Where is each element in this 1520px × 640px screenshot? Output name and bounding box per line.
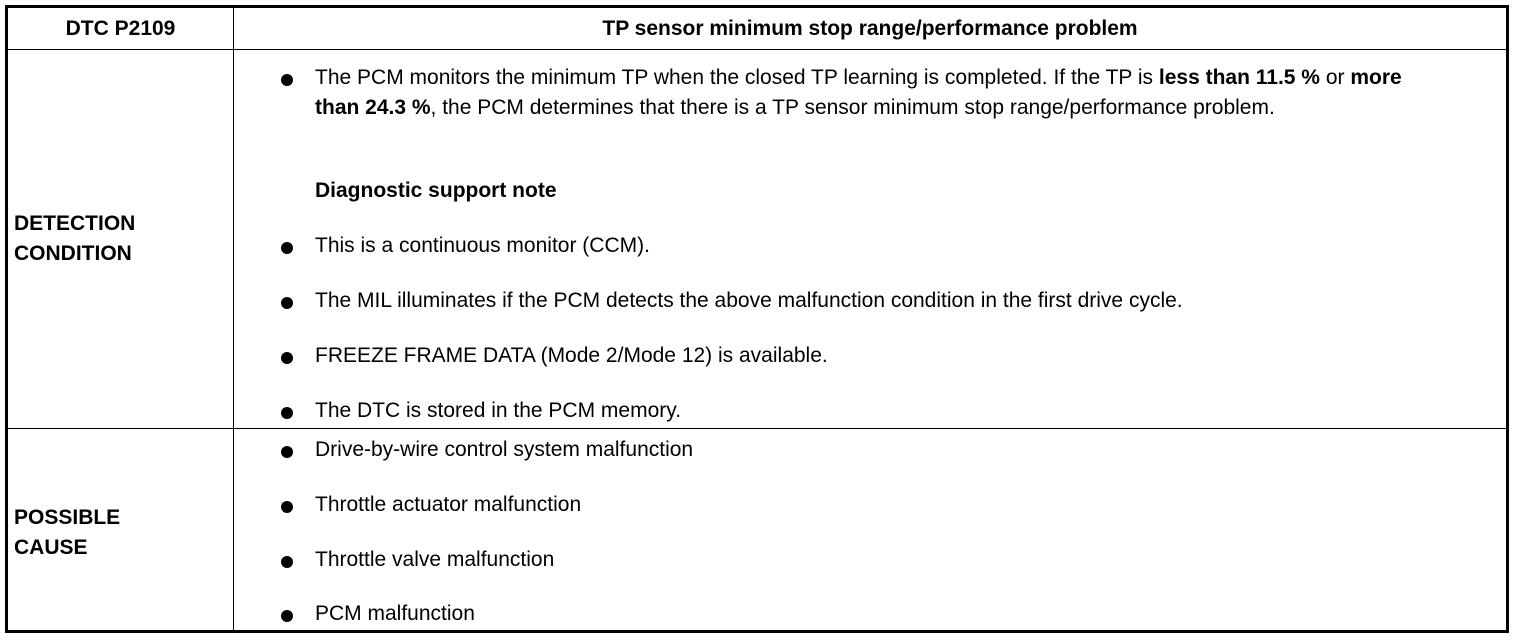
bullet-icon bbox=[281, 352, 293, 364]
bullet-icon bbox=[281, 407, 293, 419]
cause-text: PCM malfunction bbox=[315, 602, 475, 625]
bullet-icon bbox=[281, 501, 293, 513]
cause-label-line1: POSSIBLE bbox=[14, 506, 121, 529]
cause-text: Throttle valve malfunction bbox=[315, 548, 555, 571]
detection-condition-cell: The PCM monitors the minimum TP when the… bbox=[234, 50, 1506, 428]
detection-condition-label: DETECTION CONDITION bbox=[14, 209, 135, 269]
bullet-icon bbox=[281, 74, 293, 86]
support-note-heading: Diagnostic support note bbox=[315, 179, 557, 202]
main-condition-text: The PCM monitors the minimum TP when the… bbox=[315, 66, 1402, 119]
detection-label-line2: CONDITION bbox=[14, 242, 132, 265]
bullet-icon bbox=[281, 556, 293, 568]
cause-label-line2: CAUSE bbox=[14, 536, 88, 559]
support-note-text: The DTC is stored in the PCM memory. bbox=[315, 399, 682, 422]
cause-text: Drive-by-wire control system malfunction bbox=[315, 438, 694, 461]
bullet-icon bbox=[281, 610, 293, 622]
bullet-icon bbox=[281, 446, 293, 458]
support-note-text: FREEZE FRAME DATA (Mode 2/Mode 12) is av… bbox=[315, 344, 828, 367]
cause-text: Throttle actuator malfunction bbox=[315, 493, 582, 516]
possible-cause-cell: Drive-by-wire control system malfunction… bbox=[234, 429, 1506, 630]
bullet-icon bbox=[281, 242, 293, 254]
bullet-icon bbox=[281, 297, 293, 309]
threshold-low: less than 11.5 % bbox=[1158, 66, 1320, 89]
support-note-text: The MIL illuminates if the PCM detects t… bbox=[315, 289, 1183, 312]
header-divider bbox=[8, 49, 1506, 50]
column-divider bbox=[233, 8, 234, 630]
dtc-code: DTC P2109 bbox=[65, 16, 176, 40]
dtc-table: DTC P2109 TP sensor minimum stop range/p… bbox=[5, 5, 1509, 633]
detection-label-line1: DETECTION bbox=[14, 212, 136, 235]
possible-cause-label: POSSIBLE CAUSE bbox=[14, 503, 120, 563]
threshold-high: more than 24.3 % bbox=[315, 66, 1402, 119]
row-divider bbox=[8, 428, 1506, 429]
dtc-title: TP sensor minimum stop range/performance… bbox=[602, 16, 1138, 40]
support-note-text: This is a continuous monitor (CCM). bbox=[315, 234, 650, 257]
